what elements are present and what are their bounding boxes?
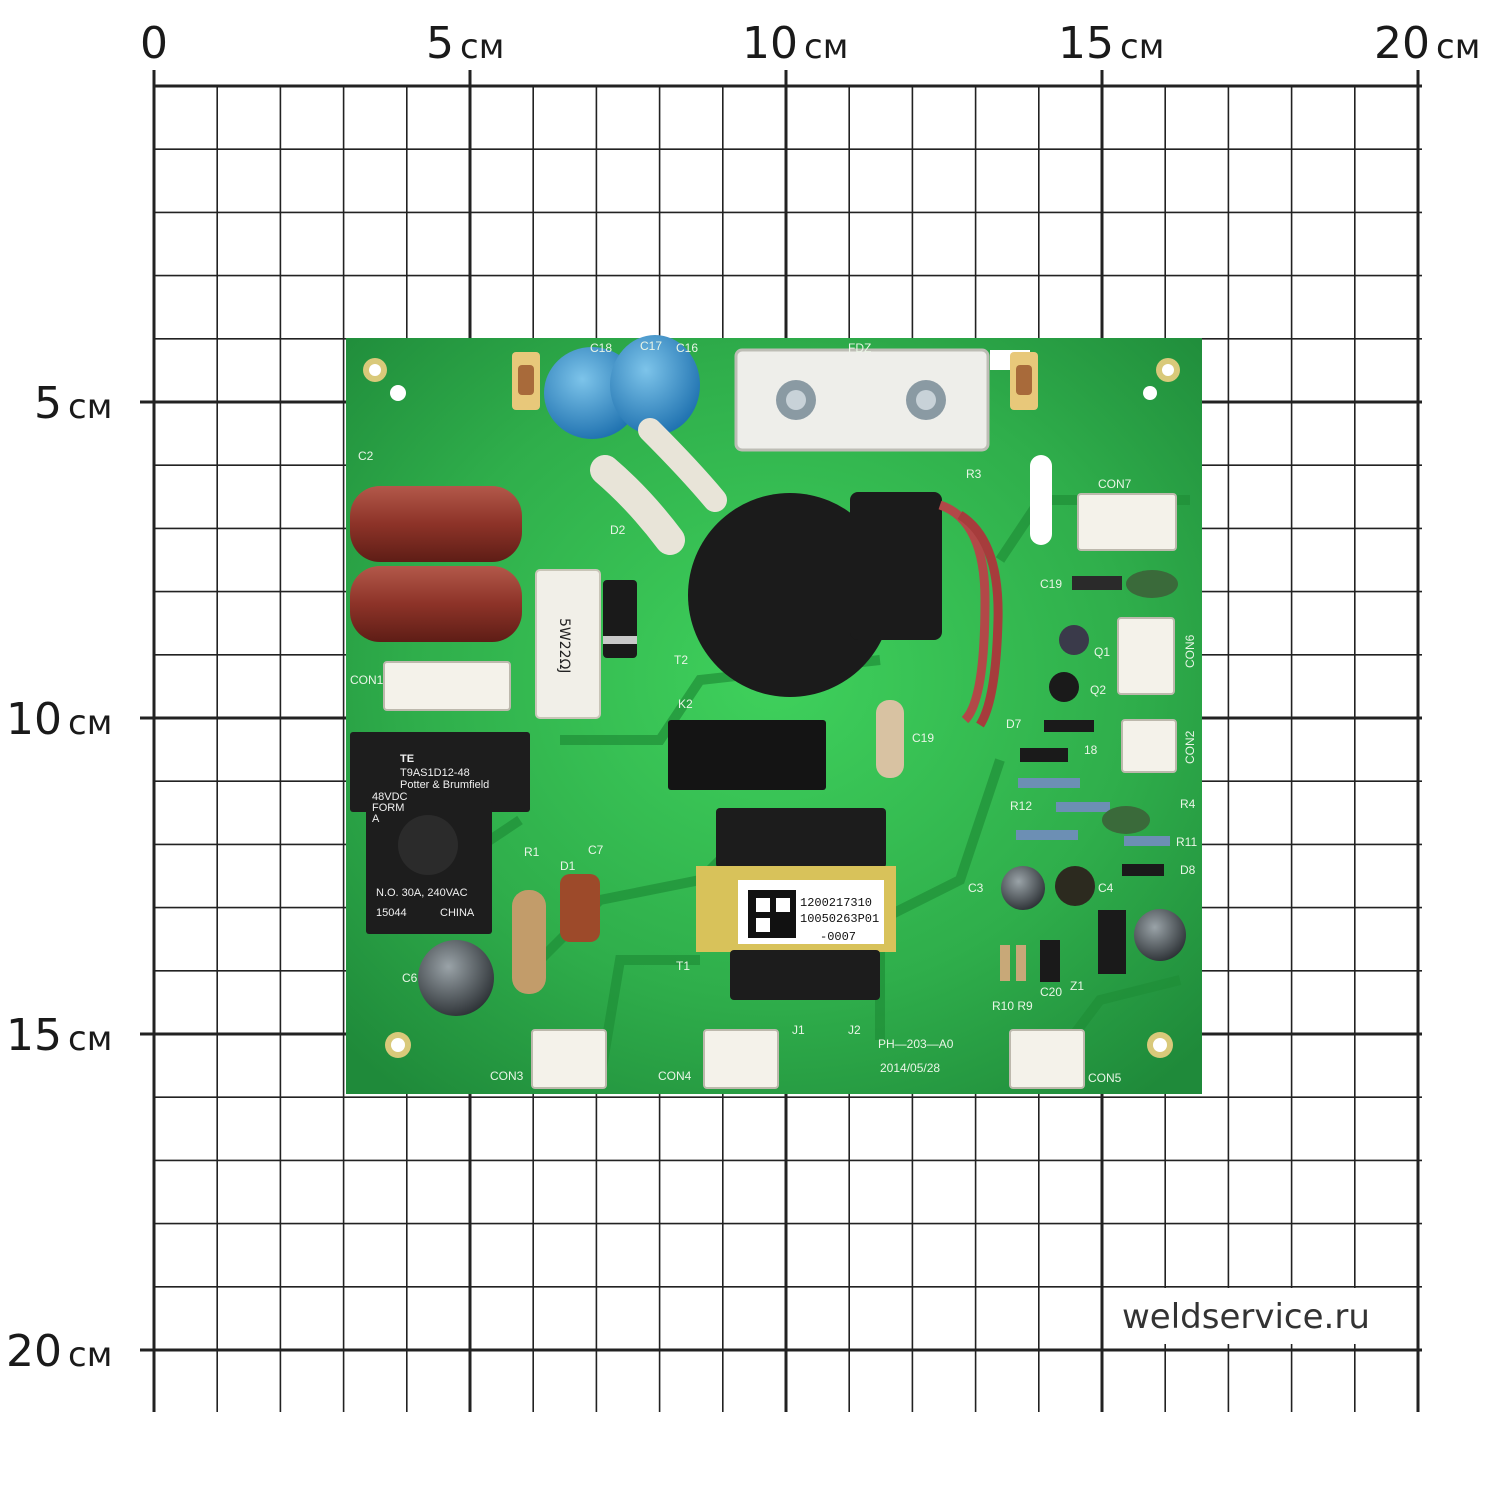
mounting-hole: [363, 358, 1180, 1058]
svg-text:-0007: -0007: [820, 930, 856, 944]
svg-text:CON5: CON5: [1088, 1071, 1122, 1085]
power-relay: TE T9AS1D12-48 Potter & Brumfield 48VDC …: [350, 732, 530, 934]
svg-text:R10 R9: R10 R9: [992, 999, 1033, 1013]
svg-text:CHINA: CHINA: [440, 907, 475, 919]
svg-text:D1: D1: [560, 859, 576, 873]
svg-text:10050263P01: 10050263P01: [800, 912, 879, 926]
svg-text:TE: TE: [400, 753, 414, 765]
watermark-box: weldservice.ru: [1108, 1288, 1414, 1344]
svg-text:1200217310: 1200217310: [800, 896, 872, 910]
svg-text:18: 18: [1084, 743, 1098, 757]
svg-text:J2: J2: [848, 1023, 861, 1037]
small-parts: [1000, 570, 1178, 982]
blue-ceramic-capacitor: [544, 335, 700, 439]
resistor: [512, 700, 904, 994]
svg-text:FDZ: FDZ: [848, 341, 871, 355]
svg-text:N.O. 30A, 240VAC: N.O. 30A, 240VAC: [376, 887, 468, 899]
svg-text:C6: C6: [402, 971, 418, 985]
transistor: [1049, 625, 1126, 974]
svg-text:T1: T1: [676, 959, 690, 973]
insulated-leads: [590, 418, 727, 555]
silkscreen-labels: C18 C17 C16 FDZ C2 D2 R3 CON7 CON1 T2 K2…: [350, 339, 1197, 1085]
black-relay: [668, 720, 826, 790]
watermark-text: weldservice.ru: [1122, 1297, 1370, 1337]
svg-text:5W22ΩJ: 5W22ΩJ: [556, 618, 572, 673]
svg-text:C18: C18: [590, 341, 612, 355]
small-capacitor: [512, 352, 1038, 410]
svg-text:J1: J1: [792, 1023, 805, 1037]
film-capacitor: [560, 874, 600, 942]
svg-text:C16: C16: [676, 341, 698, 355]
svg-text:CON2: CON2: [1183, 730, 1197, 764]
svg-text:D2: D2: [610, 523, 626, 537]
svg-text:R4: R4: [1180, 797, 1196, 811]
svg-text:C2: C2: [358, 449, 374, 463]
svg-text:CON3: CON3: [490, 1069, 524, 1083]
svg-text:C17: C17: [640, 339, 662, 353]
svg-text:48VDC: 48VDC: [372, 791, 408, 803]
svg-text:2014/05/28: 2014/05/28: [880, 1061, 940, 1075]
svg-text:C19: C19: [1040, 577, 1062, 591]
x-capacitor-large: [350, 486, 522, 642]
svg-text:PH—203—A0: PH—203—A0: [878, 1037, 954, 1051]
svg-text:CON1: CON1: [350, 673, 384, 687]
ruler-top-label: 0: [140, 18, 168, 69]
svg-text:R3: R3: [966, 467, 982, 481]
electrolytic-capacitor: [418, 866, 1186, 1016]
svg-text:CON4: CON4: [658, 1069, 692, 1083]
connector: [383, 493, 1177, 1089]
svg-text:C7: C7: [588, 843, 604, 857]
svg-text:C4: C4: [1098, 881, 1114, 895]
svg-text:A: A: [372, 813, 380, 825]
svg-text:K2: K2: [678, 697, 693, 711]
svg-text:C20: C20: [1040, 985, 1062, 999]
svg-text:D7: D7: [1006, 717, 1022, 731]
svg-text:C3: C3: [968, 881, 984, 895]
svg-text:CON7: CON7: [1098, 477, 1132, 491]
diode: [603, 580, 637, 658]
svg-text:R12: R12: [1010, 799, 1032, 813]
svg-text:Q1: Q1: [1094, 645, 1110, 659]
svg-text:T2: T2: [674, 653, 688, 667]
svg-text:T9AS1D12-48: T9AS1D12-48: [400, 767, 470, 779]
svg-text:R11: R11: [1176, 835, 1197, 849]
svg-text:C19: C19: [912, 731, 934, 745]
svg-text:D8: D8: [1180, 863, 1196, 877]
ceramic-resistor: 5W22ΩJ: [535, 569, 601, 719]
svg-text:Potter & Brumfield: Potter & Brumfield: [400, 779, 489, 791]
ignition-coil: [688, 492, 1003, 728]
terminal-block: [734, 348, 990, 452]
svg-text:Q2: Q2: [1090, 683, 1106, 697]
svg-text:15044: 15044: [376, 907, 407, 919]
transformer: 1200217310 10050263P01 -0007: [696, 808, 896, 1000]
svg-text:Z1: Z1: [1070, 979, 1084, 993]
svg-text:FORM: FORM: [372, 802, 404, 814]
svg-text:CON6: CON6: [1183, 634, 1197, 668]
svg-text:R1: R1: [524, 845, 540, 859]
